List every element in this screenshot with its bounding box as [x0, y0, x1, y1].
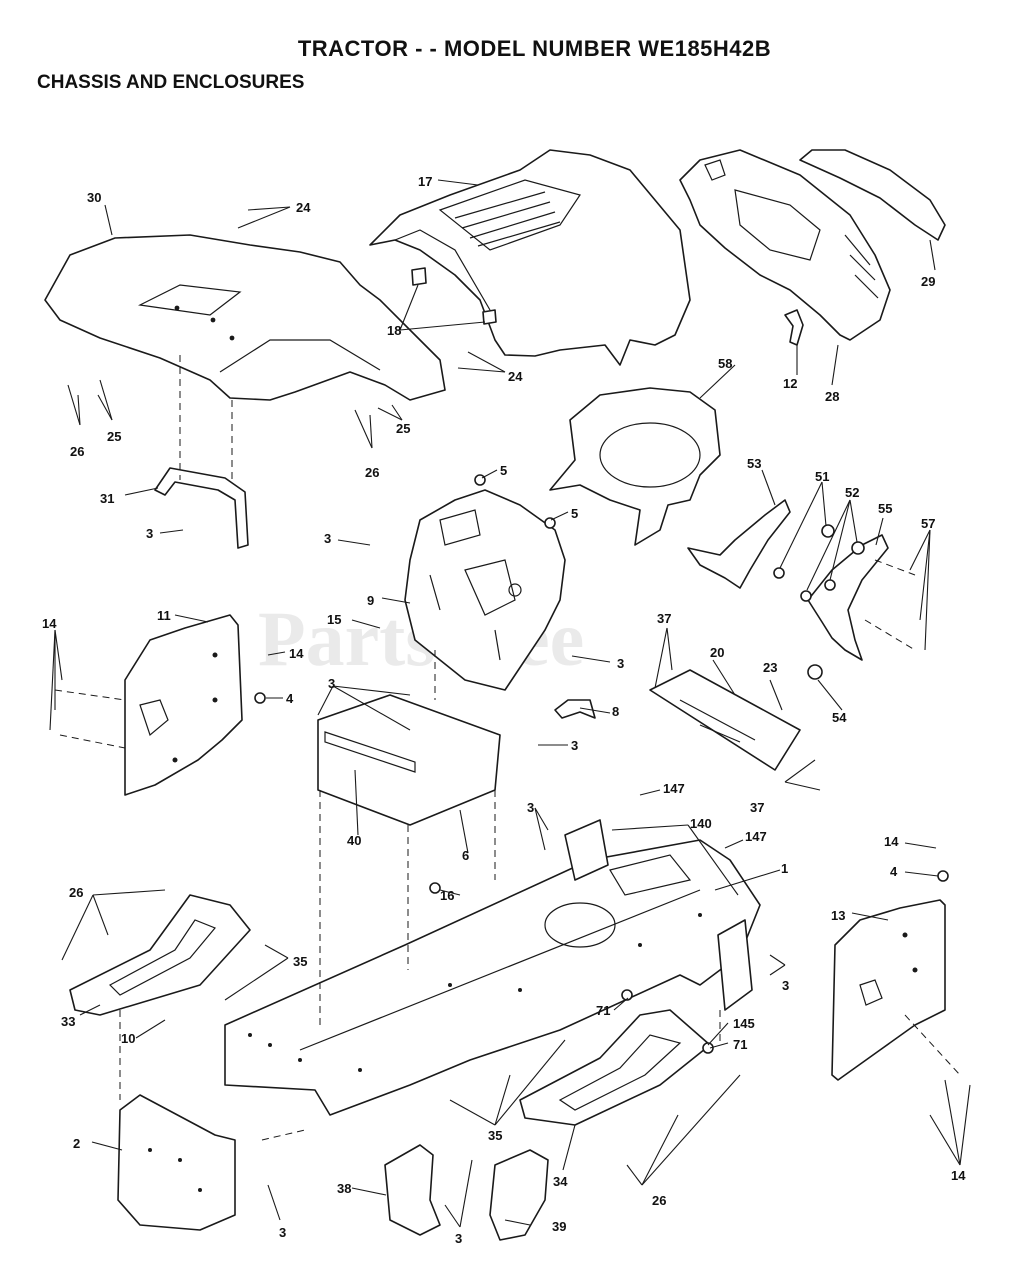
callout-3: 3	[455, 1231, 462, 1246]
callout-24: 24	[296, 200, 311, 215]
callout-8: 8	[612, 704, 619, 719]
callout-53: 53	[747, 456, 761, 471]
part-support-pan[interactable]	[549, 387, 721, 546]
callout-3: 3	[617, 656, 624, 671]
callout-18: 18	[387, 323, 401, 338]
part-hood-latch[interactable]	[784, 309, 804, 346]
part-right-side-panel[interactable]	[831, 899, 946, 1081]
callout-26: 26	[70, 444, 84, 459]
assembly-lines	[54, 355, 961, 1141]
callout-17: 17	[418, 174, 432, 189]
callout-6: 6	[462, 848, 469, 863]
part-battery-plate[interactable]	[317, 694, 501, 826]
callout-26: 26	[365, 465, 379, 480]
callout-38: 38	[337, 1181, 351, 1196]
part-rear-fender[interactable]	[44, 234, 446, 401]
callout-3: 3	[571, 738, 578, 753]
callout-40: 40	[347, 833, 361, 848]
callout-147: 147	[663, 781, 685, 796]
callout-5: 5	[500, 463, 507, 478]
callout-58: 58	[718, 356, 732, 371]
callout-14: 14	[42, 616, 57, 631]
callout-57: 57	[921, 516, 935, 531]
part-frame-bracket[interactable]	[564, 819, 753, 1011]
callout-3: 3	[527, 800, 534, 815]
part-hood[interactable]	[369, 149, 691, 366]
callout-33: 33	[61, 1014, 75, 1029]
callout-4: 4	[890, 864, 898, 879]
part-front-plate[interactable]	[117, 1094, 236, 1231]
callout-14: 14	[289, 646, 304, 661]
callout-2: 2	[73, 1136, 80, 1151]
part-bracket-39[interactable]	[489, 1149, 549, 1241]
callout-54: 54	[832, 710, 847, 725]
callout-71: 71	[596, 1003, 610, 1018]
callout-13: 13	[831, 908, 845, 923]
callout-25: 25	[107, 429, 121, 444]
callout-4: 4	[286, 691, 294, 706]
part-main-frame[interactable]	[224, 839, 761, 1116]
callout-3: 3	[324, 531, 331, 546]
callout-52: 52	[845, 485, 859, 500]
callout-3: 3	[782, 978, 789, 993]
leader-lines	[49, 179, 971, 1228]
callout-15: 15	[327, 612, 341, 627]
callout-1: 1	[781, 861, 788, 876]
section-subtitle: CHASSIS AND ENCLOSURES	[37, 72, 305, 93]
callout-10: 10	[121, 1031, 135, 1046]
callout-23: 23	[763, 660, 777, 675]
part-dash-panel[interactable]	[404, 489, 566, 691]
callout-35: 35	[488, 1128, 502, 1143]
callout-9: 9	[367, 593, 374, 608]
part-mounting-plate[interactable]	[649, 669, 801, 771]
callout-24: 24	[508, 369, 523, 384]
callout-140: 140	[690, 816, 712, 831]
callout-71: 71	[733, 1037, 747, 1052]
part-bracket-left[interactable]	[687, 499, 791, 589]
callout-51: 51	[815, 469, 829, 484]
part-headlight-lens[interactable]	[799, 149, 946, 241]
callout-34: 34	[553, 1174, 568, 1189]
callout-35: 35	[293, 954, 307, 969]
callout-11: 11	[157, 608, 171, 623]
callout-31: 31	[100, 491, 114, 506]
callout-37: 37	[657, 611, 671, 626]
callout-26: 26	[69, 885, 83, 900]
callout-145: 145	[733, 1016, 755, 1031]
callout-26: 26	[652, 1193, 666, 1208]
callout-3: 3	[328, 676, 335, 691]
callout-12: 12	[783, 376, 797, 391]
callout-37: 37	[750, 800, 764, 815]
callout-28: 28	[825, 389, 839, 404]
part-bracket-right[interactable]	[807, 534, 889, 661]
part-left-footrest[interactable]	[69, 894, 251, 1016]
part-grille[interactable]	[679, 149, 891, 341]
callout-25: 25	[396, 421, 410, 436]
part-clip[interactable]	[554, 699, 596, 719]
callout-39: 39	[552, 1219, 566, 1234]
callout-14: 14	[884, 834, 899, 849]
part-left-side-panel[interactable]	[124, 614, 243, 796]
callout-16: 16	[440, 888, 454, 903]
callout-3: 3	[146, 526, 153, 541]
part-bracket-38[interactable]	[384, 1144, 441, 1236]
callout-3: 3	[279, 1225, 286, 1240]
callout-30: 30	[87, 190, 101, 205]
callout-20: 20	[710, 645, 724, 660]
part-fender-bracket[interactable]	[154, 467, 249, 549]
callout-5: 5	[571, 506, 578, 521]
page-title: TRACTOR - - MODEL NUMBER WE185H42B	[297, 36, 772, 61]
callout-29: 29	[921, 274, 935, 289]
callout-147: 147	[745, 829, 767, 844]
callout-55: 55	[878, 501, 892, 516]
callout-14: 14	[951, 1168, 966, 1183]
